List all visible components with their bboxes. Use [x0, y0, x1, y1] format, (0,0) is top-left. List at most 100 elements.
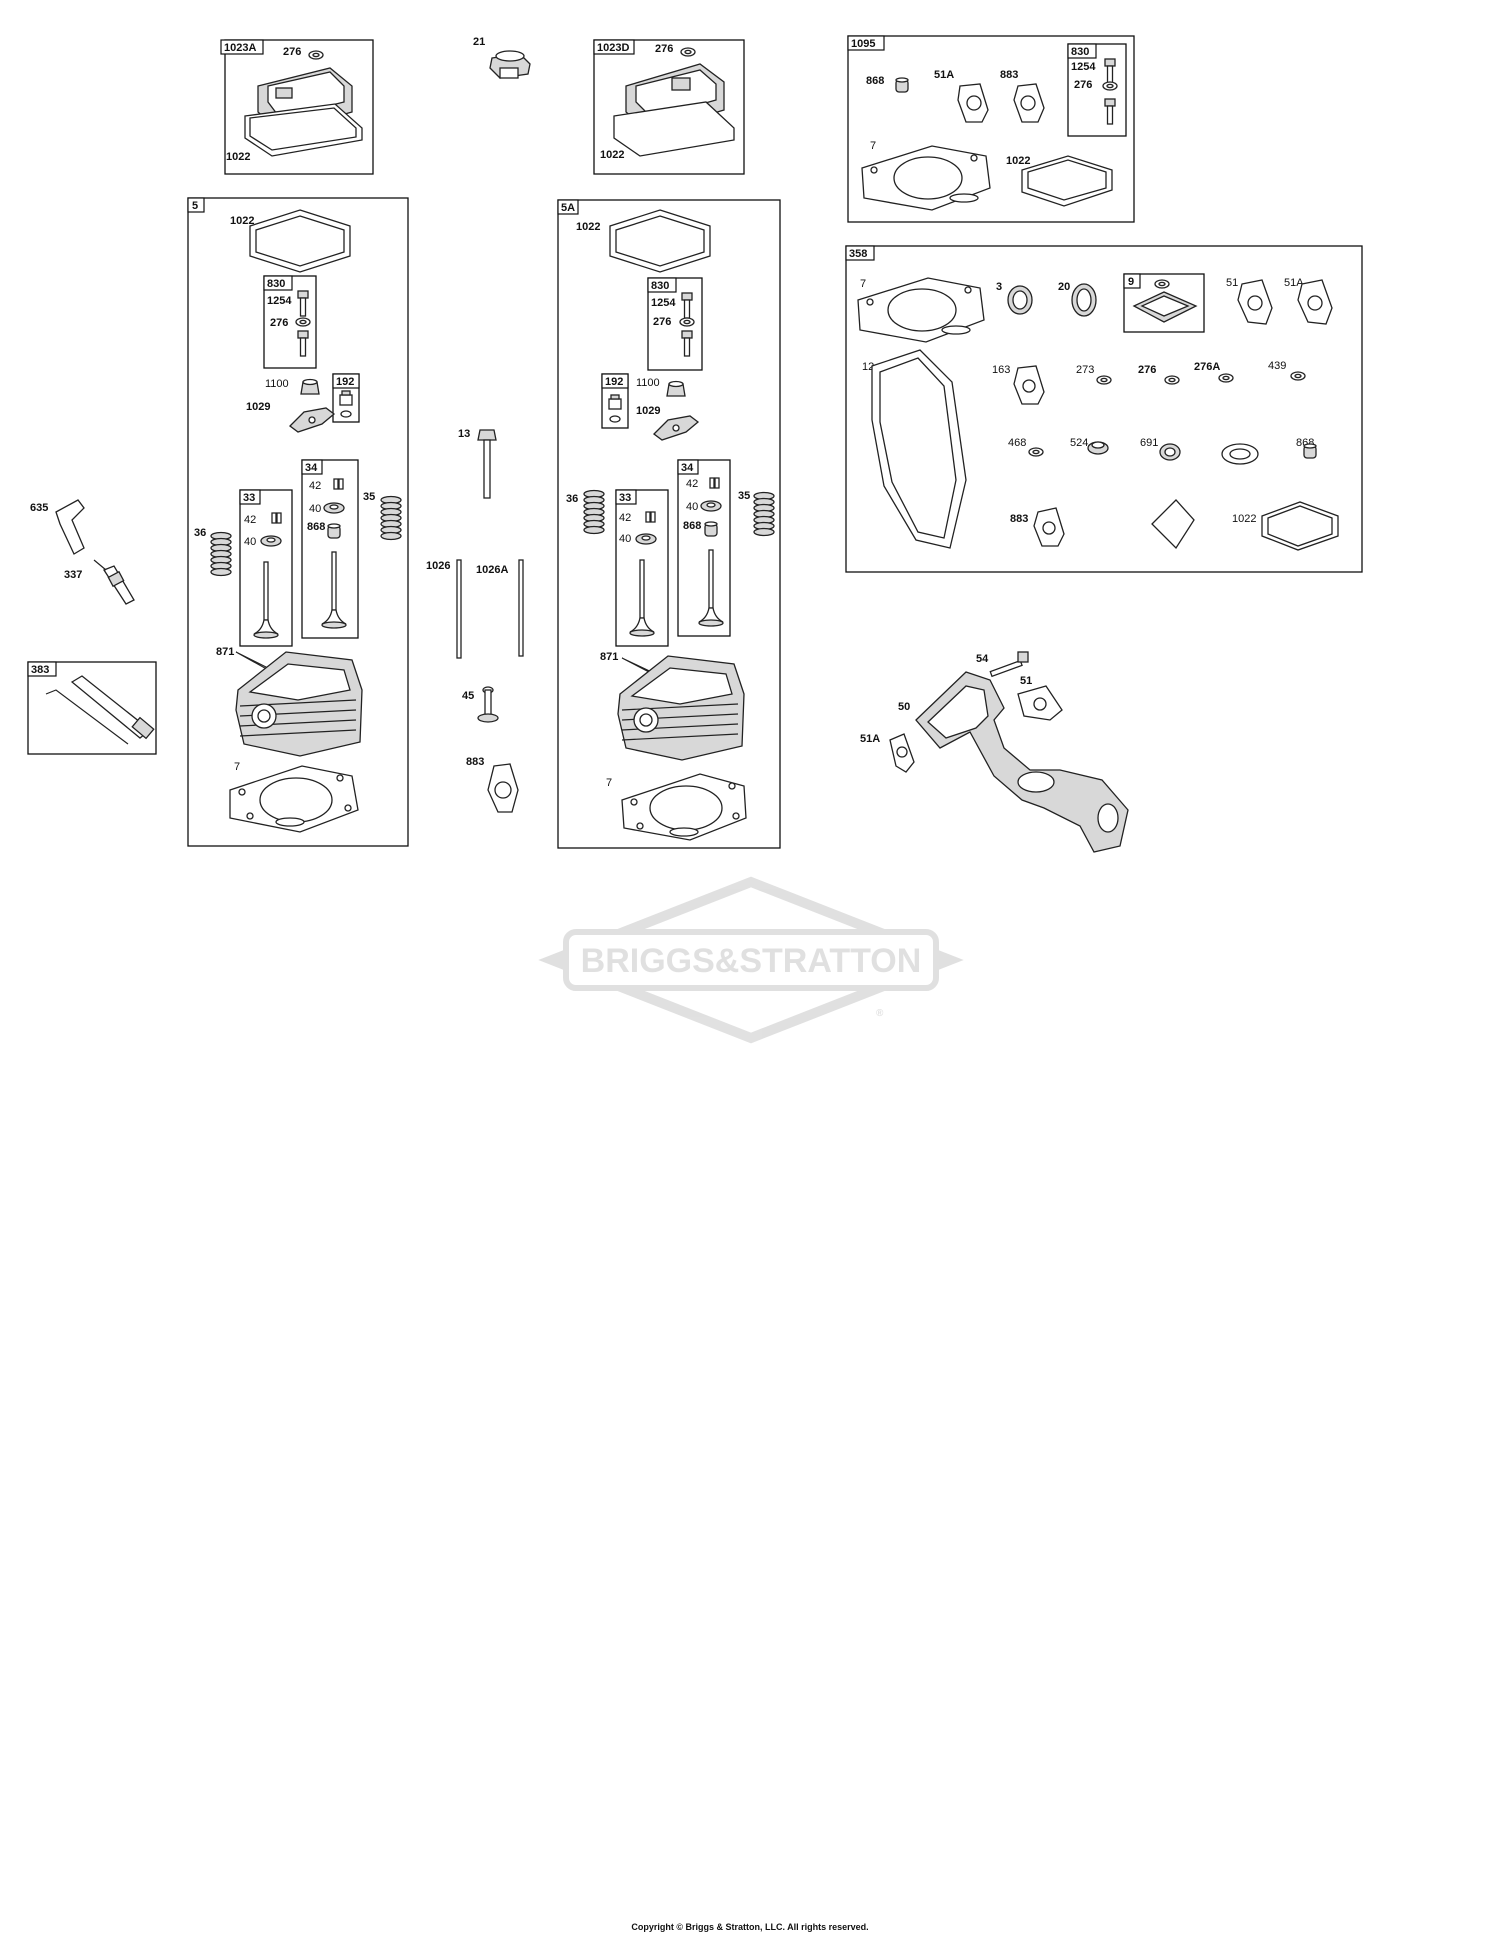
callout-1022: 1022	[576, 221, 600, 233]
callout-524: 524	[1070, 437, 1088, 449]
callout-51A: 51A	[1284, 277, 1304, 289]
callout-691: 691	[1140, 437, 1158, 449]
group-label: 5A	[561, 202, 575, 214]
callout-163: 163	[992, 364, 1010, 376]
callout-276A: 276A	[1194, 361, 1220, 373]
callout-1022: 1022	[226, 151, 250, 163]
callout-7: 7	[606, 777, 612, 789]
group-label: 33	[619, 492, 631, 504]
callout-51A: 51A	[860, 733, 880, 745]
callout-50: 50	[898, 701, 910, 713]
group-label: 830	[651, 280, 669, 292]
callout-276: 276	[270, 317, 288, 329]
callout-36: 36	[566, 493, 578, 505]
callout-7: 7	[860, 278, 866, 290]
callout-276: 276	[283, 46, 301, 58]
callout-51: 51	[1020, 675, 1032, 687]
group-label: 192	[605, 376, 623, 388]
callout-276: 276	[653, 316, 671, 328]
callout-871: 871	[600, 651, 618, 663]
callout-42: 42	[244, 514, 256, 526]
group-358: 358 7 3 20 9 51 51A 12 163 273 276 276A …	[845, 245, 1363, 573]
callout-635: 635	[30, 502, 48, 514]
callout-3: 3	[996, 281, 1002, 293]
callout-40: 40	[309, 503, 321, 515]
callout-13: 13	[458, 428, 470, 440]
callout-337: 337	[64, 569, 82, 581]
callout-1254: 1254	[651, 297, 676, 309]
callout-276: 276	[655, 43, 673, 55]
watermark-brand: BRIGGS&STRATTON	[581, 942, 922, 980]
brand-watermark: BRIGGS&STRATTON ®	[538, 876, 964, 1044]
callout-35: 35	[738, 490, 750, 502]
callout-1022: 1022	[230, 215, 254, 227]
callout-40: 40	[619, 533, 631, 545]
callout-21: 21	[473, 36, 485, 48]
group-label: 34	[305, 462, 318, 474]
callout-1029: 1029	[636, 405, 660, 417]
callout-36: 36	[194, 527, 206, 539]
callout-7: 7	[234, 761, 240, 773]
group-1023D: 1023D 276 1022	[593, 39, 745, 175]
group-label: 34	[681, 462, 694, 474]
callout-276: 276	[1074, 79, 1092, 91]
group-label: 383	[31, 664, 49, 676]
callout-1026: 1026	[426, 560, 450, 572]
pushrods: 13 1026 1026A 45 883	[426, 428, 524, 813]
callout-42: 42	[619, 512, 631, 524]
callout-12: 12	[862, 361, 874, 373]
callout-54: 54	[976, 653, 989, 665]
callout-1022: 1022	[1232, 513, 1256, 525]
callout-439: 439	[1268, 360, 1286, 372]
callout-1022: 1022	[600, 149, 624, 161]
callout-868: 868	[307, 521, 325, 533]
callout-35: 35	[363, 491, 375, 503]
callout-1022: 1022	[1006, 155, 1030, 167]
callout-276: 276	[1138, 364, 1156, 376]
callout-883: 883	[466, 756, 484, 768]
callout-1254: 1254	[1071, 61, 1096, 73]
callout-20: 20	[1058, 281, 1070, 293]
group-5A: 5A 1022 830 1254 276 192 1100 1029 36 33…	[557, 199, 781, 849]
callout-868: 868	[683, 520, 701, 532]
callout-42: 42	[686, 478, 698, 490]
group-label: 192	[336, 376, 354, 388]
callout-1100: 1100	[265, 378, 289, 390]
callout-1029: 1029	[246, 401, 270, 413]
spark-plug: 635 337	[30, 499, 135, 605]
callout-45: 45	[462, 690, 474, 702]
group-1023A: 1023A 276 1022	[220, 39, 374, 175]
group-label: 33	[243, 492, 255, 504]
group-label: 1095	[851, 38, 875, 50]
callout-273: 273	[1076, 364, 1094, 376]
group-label: 9	[1128, 276, 1134, 288]
group-1095: 1095 868 51A 883 830 1254 276 7 1022	[847, 35, 1135, 223]
callout-51A: 51A	[934, 69, 954, 81]
group-label: 830	[1071, 46, 1089, 58]
callout-868: 868	[866, 75, 884, 87]
callout-1100: 1100	[636, 377, 660, 389]
callout-468: 468	[1008, 437, 1026, 449]
callout-40: 40	[686, 501, 698, 513]
group-5: 5 1022 830 1254 276 1100 192 1029 33 42 …	[187, 197, 409, 847]
group-label: 1023A	[224, 42, 256, 54]
group-label: 358	[849, 248, 867, 260]
breather-21: 21	[473, 36, 531, 79]
callout-883: 883	[1000, 69, 1018, 81]
group-label: 1023D	[597, 42, 629, 54]
intake-manifold: 54 51 50 51A	[860, 651, 1129, 853]
callout-1254: 1254	[267, 295, 292, 307]
copyright-footer: Copyright © Briggs & Stratton, LLC. All …	[631, 1922, 869, 1932]
callout-1026A: 1026A	[476, 564, 508, 576]
watermark-registered: ®	[876, 1008, 884, 1019]
callout-42: 42	[309, 480, 321, 492]
callout-7: 7	[870, 140, 876, 152]
group-label: 5	[192, 200, 198, 212]
callout-51: 51	[1226, 277, 1238, 289]
callout-40: 40	[244, 536, 256, 548]
callout-883: 883	[1010, 513, 1028, 525]
callout-871: 871	[216, 646, 234, 658]
group-label: 830	[267, 278, 285, 290]
group-383: 383	[27, 661, 157, 755]
